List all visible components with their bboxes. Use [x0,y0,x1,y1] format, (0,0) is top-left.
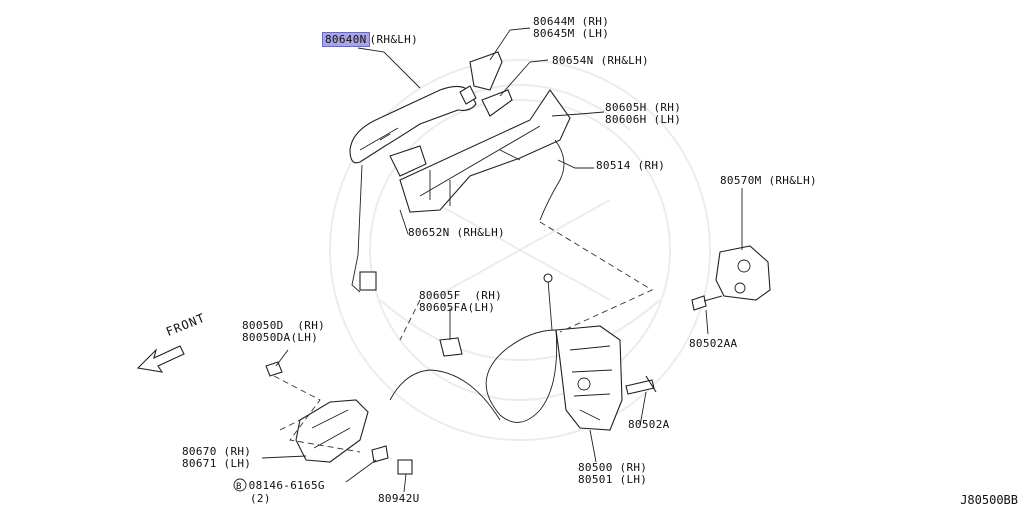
dashed-assembly-lines [273,221,653,453]
cable-80514-shape [539,139,565,221]
label-08146-circle-letter: B [236,482,242,492]
label-80502a[interactable]: 80502A [628,419,670,431]
label-80502aa[interactable]: 80502AA [689,338,737,350]
label-80500[interactable]: 80500 (RH)80501 (LH) [578,462,647,486]
door-lock-shape [555,325,623,431]
front-arrow-icon [136,345,185,373]
label-80050d[interactable]: 80050D (RH)80050DA(LH) [242,320,325,344]
screw-80502A-shape [625,375,657,395]
label-80605h-line1: 80605H (RH) [605,101,682,114]
screw-80050D-shape [265,361,283,377]
label-80654n[interactable]: 80654N (RH&LH) [552,55,649,67]
label-80640n-highlight[interactable]: 80640N [322,32,370,47]
cable-loop-shape [485,279,558,423]
label-80644m-line2: 80645M (LH) [533,27,610,40]
label-80570m[interactable]: 80570M (RH&LH) [720,175,817,187]
inside-cable-shape [389,369,501,421]
escutcheon-shape [469,51,503,91]
label-80570m-line1: 80570M (RH&LH) [720,174,817,187]
label-80502aa-line1: 80502AA [689,337,738,350]
watermark-emblem [329,59,711,441]
label-08146[interactable]: B 08146-6165G(2) [236,480,325,505]
label-80514-line1: 80514 (RH) [596,159,666,172]
screw-80502AA-shape [691,295,723,311]
label-80942u[interactable]: 80942U [378,493,420,505]
label-80670[interactable]: 80670 (RH)80671 (LH) [182,446,251,470]
diagram-code: J80500BB [960,493,1018,507]
gasket-shape [481,89,513,117]
label-08146-line2: (2) [250,492,271,505]
label-80652n[interactable]: 80652N (RH&LH) [408,227,505,239]
inside-handle-shape [295,399,369,463]
label-80605h[interactable]: 80605H (RH)80606H (LH) [605,102,681,126]
label-80640n[interactable]: 80640N(RH&LH) [322,32,419,47]
label-80605h-line2: 80606H (LH) [605,113,682,126]
label-80050d-line1: 80050D (RH) [242,319,326,332]
striker-shape [715,245,771,301]
rod-clip-shape [359,271,377,291]
label-80502a-line1: 80502A [628,418,670,431]
label-80670-line2: 80671 (LH) [182,457,252,470]
circled-b-marker [233,478,247,492]
outside-handle-shape [349,85,477,164]
label-80050d-line2: 80050DA(LH) [242,331,319,344]
label-80652n-line1: 80652N (RH&LH) [408,226,505,239]
clip-80605F-shape [439,337,463,357]
label-80514[interactable]: 80514 (RH) [596,160,665,172]
label-80644m[interactable]: 80644M (RH)80645M (LH) [533,16,609,40]
label-80654n-line1: 80654N (RH&LH) [552,54,649,67]
leader-lines [261,27,743,493]
label-08146-line1: 08146-6165G [248,479,325,492]
bolt-08146-shape [371,445,389,463]
label-80605f-line2: 80605FA(LH) [419,301,496,314]
handle-rod-shape [351,164,363,293]
label-80640n-suffix: (RH&LH) [369,33,419,46]
label-80670-line1: 80670 (RH) [182,445,252,458]
cap-80942U-shape [397,459,413,475]
label-80942u-line1: 80942U [378,492,420,505]
label-80605f[interactable]: 80605F (RH)80605FA(LH) [419,290,502,314]
label-80500-line1: 80500 (RH) [578,461,648,474]
label-80605f-line1: 80605F (RH) [419,289,503,302]
label-80500-line2: 80501 (LH) [578,473,648,486]
cable-end-shape [543,273,553,283]
label-80644m-line1: 80644M (RH) [533,15,610,28]
handle-bracket-shape [389,89,571,213]
